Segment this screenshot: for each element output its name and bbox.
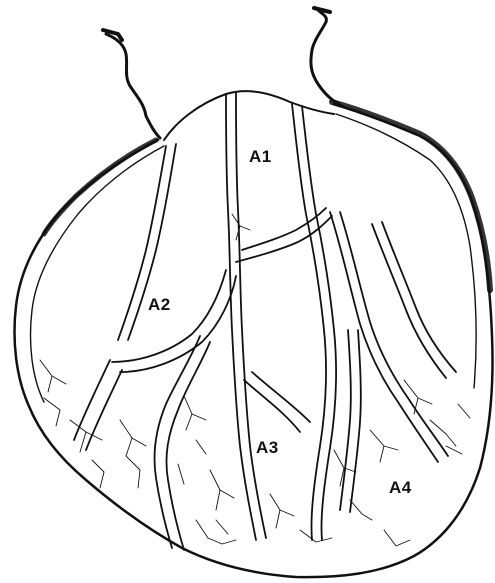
region-label-a4: A4: [389, 479, 412, 496]
region-label-a1: A1: [249, 148, 272, 165]
top-cap: [164, 91, 334, 140]
region-label-a3: A3: [256, 439, 279, 456]
vessel-stubs: [103, 8, 342, 138]
region-label-a2: A2: [148, 296, 171, 313]
